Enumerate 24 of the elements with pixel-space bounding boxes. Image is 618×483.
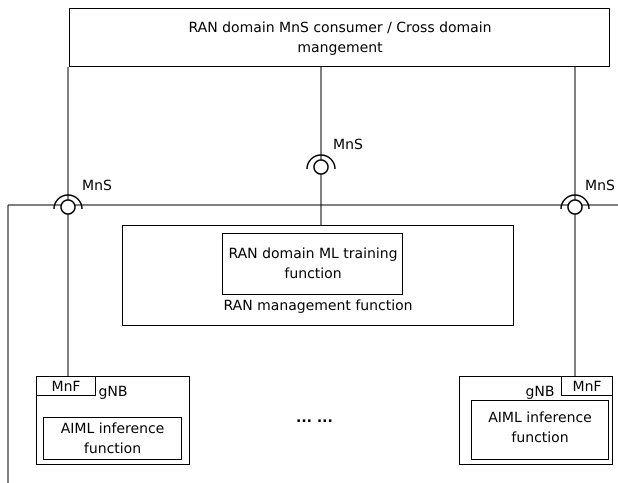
consumer-box	[69, 8, 610, 67]
mnf-label: MnF	[50, 378, 82, 397]
box-label: RAN management function	[222, 297, 414, 316]
node-title: gNB	[524, 383, 556, 402]
function-box	[122, 225, 514, 326]
node-title: gNB	[98, 383, 128, 402]
edge-label: MnS	[585, 178, 615, 194]
mnf-box	[561, 376, 613, 396]
function-box	[471, 400, 609, 460]
connector-line	[574, 66, 576, 376]
node-box	[36, 376, 190, 465]
edge-label: MnS	[333, 137, 363, 153]
node-box	[459, 376, 613, 465]
box-label: RAN domain MnS consumer / Cross domain mangement	[187, 19, 493, 58]
box-label: RAN domain ML training function	[228, 245, 398, 284]
function-box	[222, 233, 403, 295]
mnf-label: MnF	[571, 378, 602, 397]
mnf-box	[36, 376, 96, 396]
connector-line	[320, 66, 322, 226]
box-label: AIML inference function	[60, 420, 166, 459]
function-box	[43, 417, 182, 460]
box-label: AIML inference function	[487, 409, 593, 448]
ellipsis-label: ... ...	[296, 410, 333, 426]
edge-label: MnS	[82, 178, 112, 194]
